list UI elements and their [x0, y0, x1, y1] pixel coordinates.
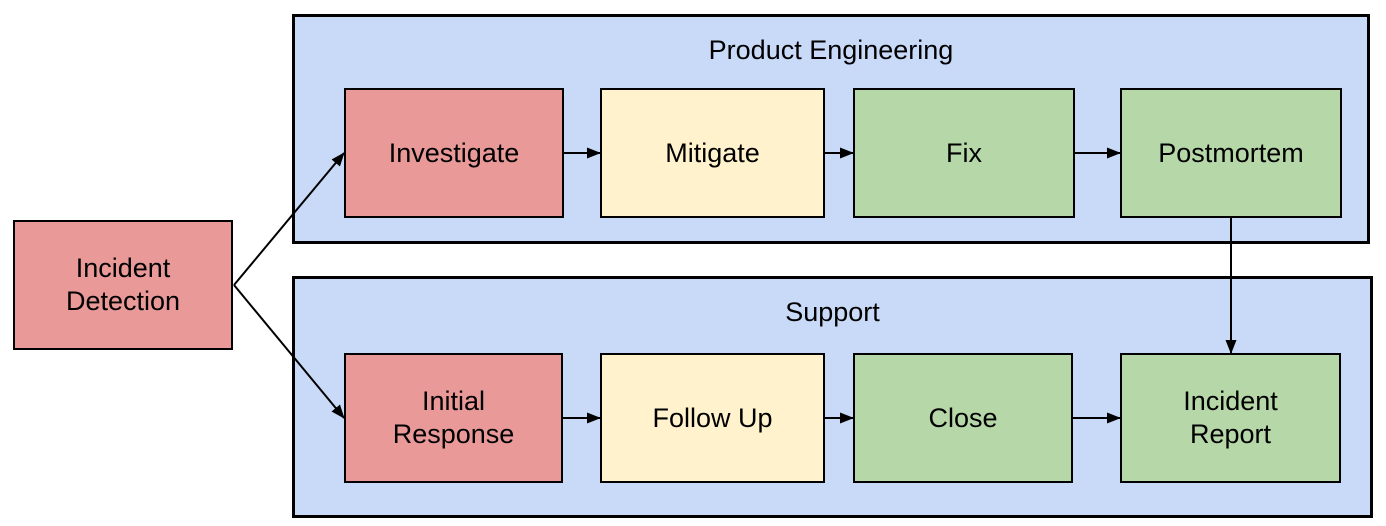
lane-title-product-engineering: Product Engineering [708, 35, 954, 65]
node-follow-up: Follow Up [600, 353, 825, 483]
node-incident-report: Incident Report [1120, 353, 1341, 483]
lane-title-support: Support [785, 297, 880, 327]
node-incident-detection: Incident Detection [13, 220, 233, 350]
node-initial-response: Initial Response [344, 353, 563, 483]
node-close: Close [853, 353, 1073, 483]
node-label-postmortem: Postmortem [1158, 137, 1304, 168]
node-label-investigate: Investigate [388, 137, 520, 168]
node-postmortem: Postmortem [1120, 88, 1342, 218]
node-label-fix: Fix [946, 137, 982, 168]
node-fix: Fix [853, 88, 1075, 218]
node-label-incident-report: Incident Report [1183, 386, 1278, 449]
node-label-follow-up: Follow Up [652, 402, 773, 433]
node-investigate: Investigate [344, 88, 564, 218]
node-mitigate: Mitigate [600, 88, 825, 218]
node-label-initial-response: Initial Response [392, 386, 515, 449]
node-label-close: Close [928, 402, 998, 433]
node-label-mitigate: Mitigate [665, 137, 760, 168]
node-label-incident-detection: Incident Detection [65, 253, 181, 316]
